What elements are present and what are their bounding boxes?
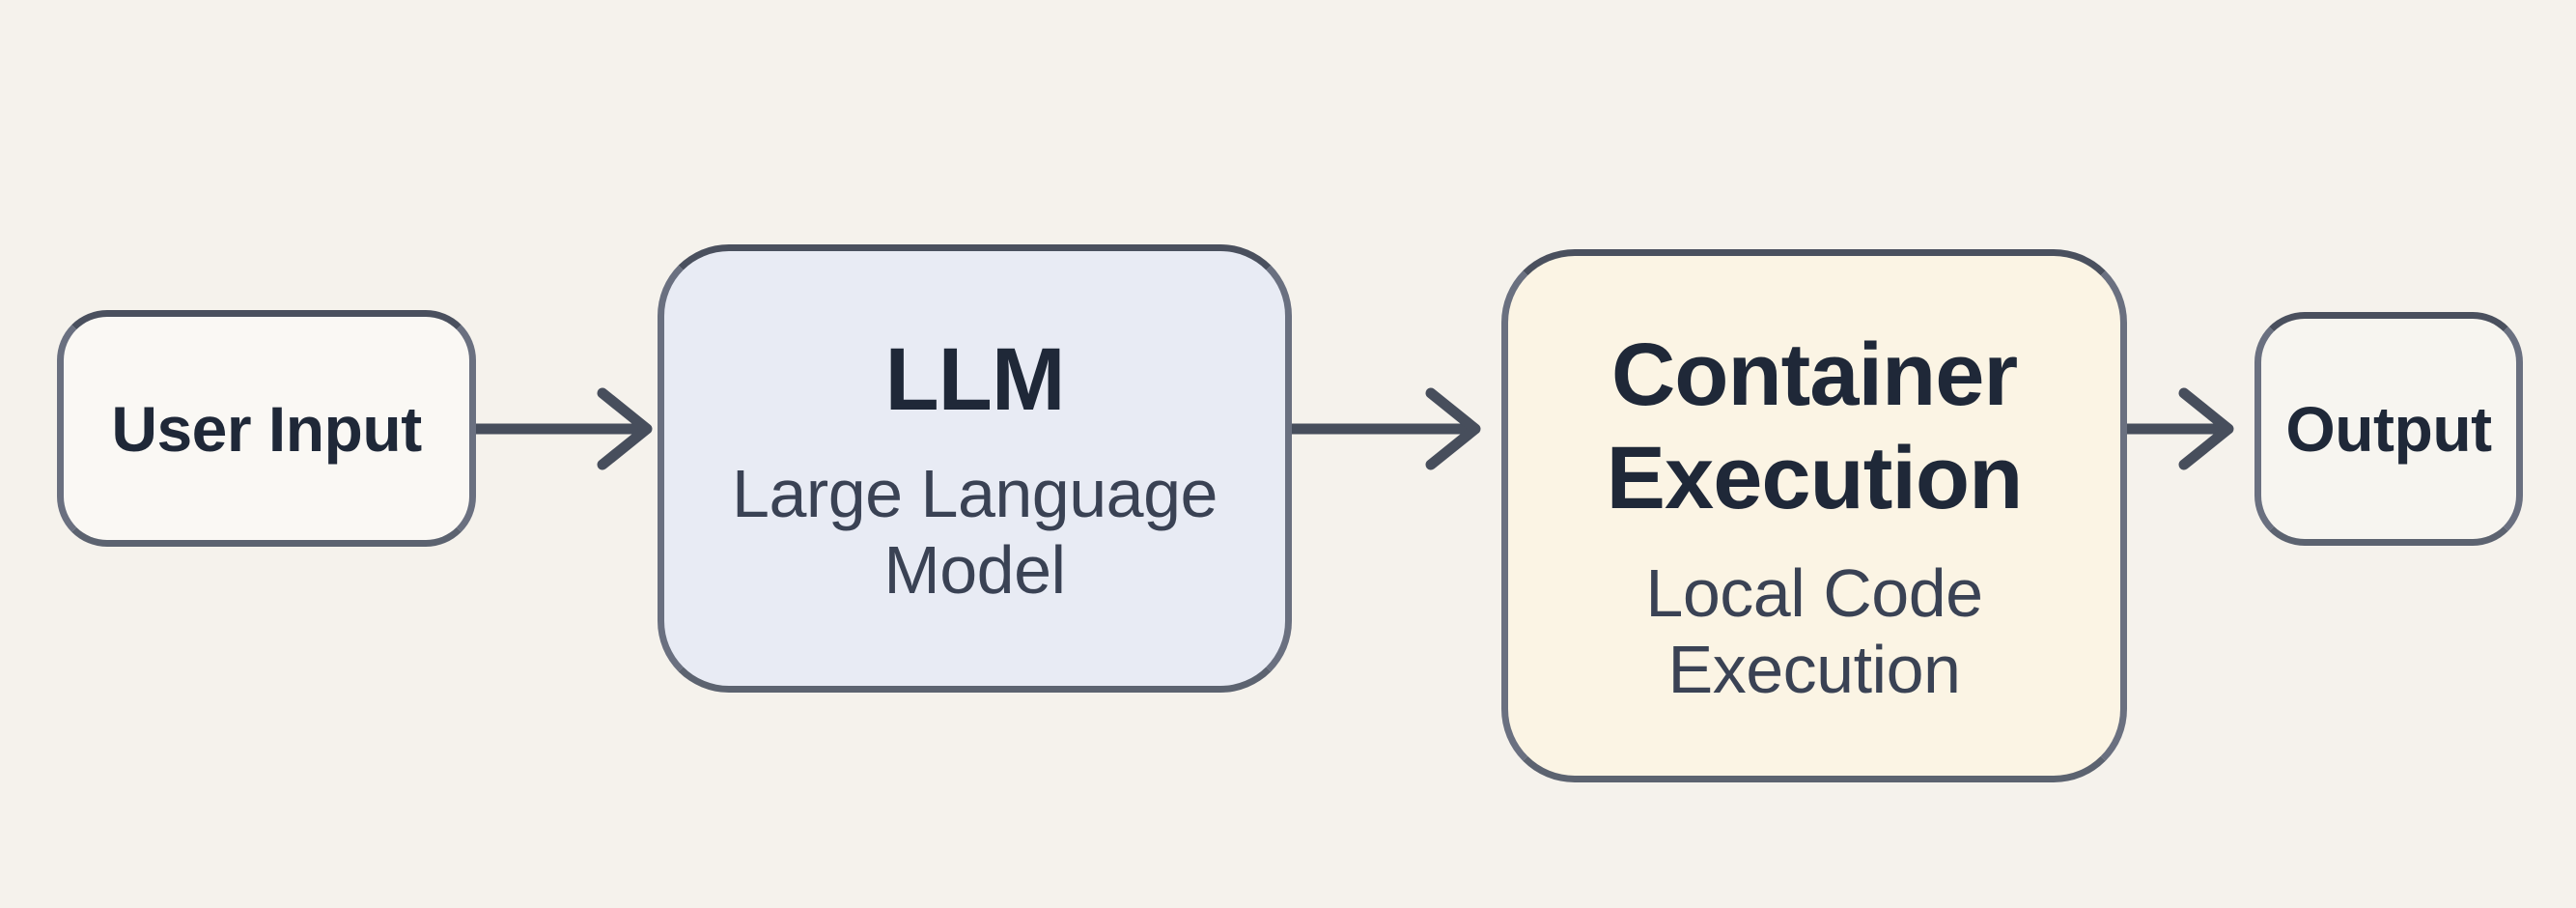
node-user-input-label: User Input	[111, 392, 422, 465]
node-container-execution-subtitle: Local Code Execution	[1645, 554, 1983, 707]
node-output: Output	[2254, 312, 2523, 546]
arrow-user-input-to-llm	[470, 387, 653, 470]
node-user-input: User Input	[57, 310, 476, 547]
arrow-container-execution-to-output	[2121, 387, 2234, 470]
node-llm-title: LLM	[884, 329, 1065, 429]
node-llm-subtitle: Large Language Model	[732, 456, 1218, 609]
node-output-label: Output	[2285, 393, 2492, 465]
node-container-execution: Container Execution Local Code Execution	[1501, 249, 2127, 782]
arrow-llm-to-container-execution	[1286, 387, 1481, 470]
node-container-execution-title: Container Execution	[1606, 326, 2024, 527]
node-llm: LLM Large Language Model	[658, 244, 1292, 693]
